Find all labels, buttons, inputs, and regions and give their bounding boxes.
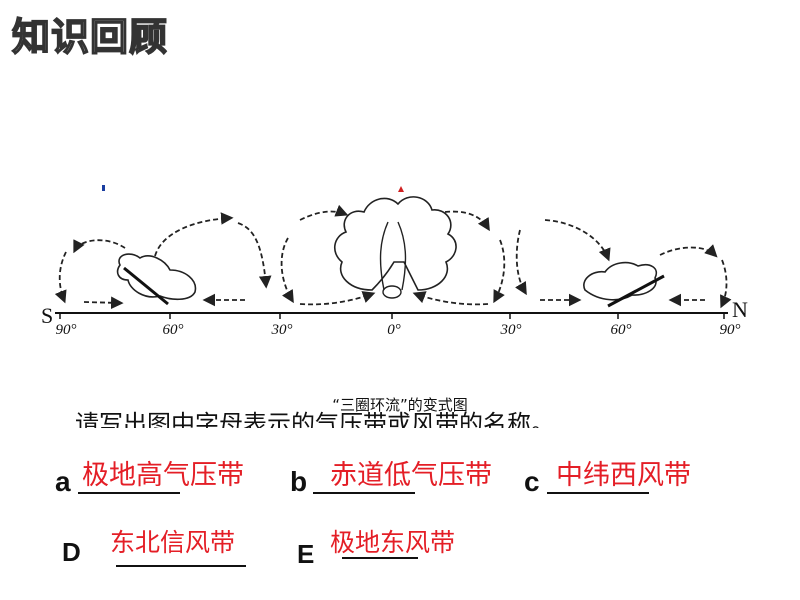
- circulation-arrow: [154, 212, 234, 257]
- circulation-arrow: [73, 239, 126, 254]
- circulation-arrow: [83, 296, 124, 310]
- small-mark: [102, 185, 105, 191]
- answer-blank-a: [78, 492, 180, 494]
- front-line-right: [607, 274, 665, 308]
- circulation-arrow: [515, 229, 527, 296]
- latitude-label: 90°: [720, 322, 741, 338]
- label-a: a: [55, 466, 71, 497]
- answer-blank-d: [116, 565, 246, 567]
- small-mark: [398, 186, 404, 192]
- pole-label-north: N: [732, 297, 748, 322]
- answer-d: 东北信风带: [110, 528, 236, 557]
- label-d: D: [62, 537, 81, 567]
- latitude-label: 60°: [611, 322, 632, 338]
- label-e: E: [297, 539, 315, 569]
- latitude-label: 30°: [271, 322, 293, 338]
- latitude-label: 0°: [387, 322, 401, 338]
- circulation-arrow: [412, 291, 489, 306]
- latitude-ticks: [59, 313, 725, 319]
- equatorial-cloud: [334, 196, 457, 291]
- circulation-arrow: [237, 222, 272, 289]
- circulation-arrow: [444, 210, 490, 232]
- equator-center-mark: [382, 285, 402, 299]
- front-line-left: [123, 266, 169, 306]
- answer-e: 极地东风带: [330, 528, 456, 557]
- circulation-arrow: [299, 291, 376, 306]
- front-cloud-right: [583, 261, 657, 301]
- latitude-label: 90°: [56, 322, 77, 338]
- circulation-arrow: [299, 204, 349, 221]
- answer-blank-b: [313, 492, 415, 494]
- answer-a: 极地高气压带: [82, 460, 244, 491]
- question-text: 请写出图中字母表示的气压带或风带的名称。: [75, 410, 555, 428]
- circulation-arrow: [720, 259, 732, 309]
- diagram-caption: “三圈环流”的变式图: [332, 396, 468, 414]
- answer-b: 赤道低气压带: [330, 460, 492, 491]
- answer-blank-e: [342, 557, 418, 559]
- circulation-arrow: [659, 244, 718, 258]
- latitude-label: 60°: [163, 322, 184, 338]
- circulation-arrow: [544, 219, 611, 262]
- pole-label-south: S: [41, 303, 53, 328]
- circulation-arrow: [54, 251, 67, 304]
- front-cloud-left: [116, 253, 197, 301]
- label-b: b: [290, 466, 308, 497]
- circulation-arrow: [280, 237, 294, 304]
- page-title: 知识回顾: [11, 14, 169, 60]
- latitude-label: 30°: [500, 322, 522, 338]
- label-c: c: [524, 466, 540, 497]
- circulation-arrow: [493, 239, 506, 304]
- answer-blank-c: [547, 492, 649, 494]
- answer-c: 中纬西风带: [556, 460, 691, 491]
- updraft-line: [379, 221, 389, 291]
- updraft-line: [397, 221, 407, 291]
- three-cell-circulation-diagram: S N 90° 60° 30° 0° 30° 60° 90°: [41, 185, 748, 338]
